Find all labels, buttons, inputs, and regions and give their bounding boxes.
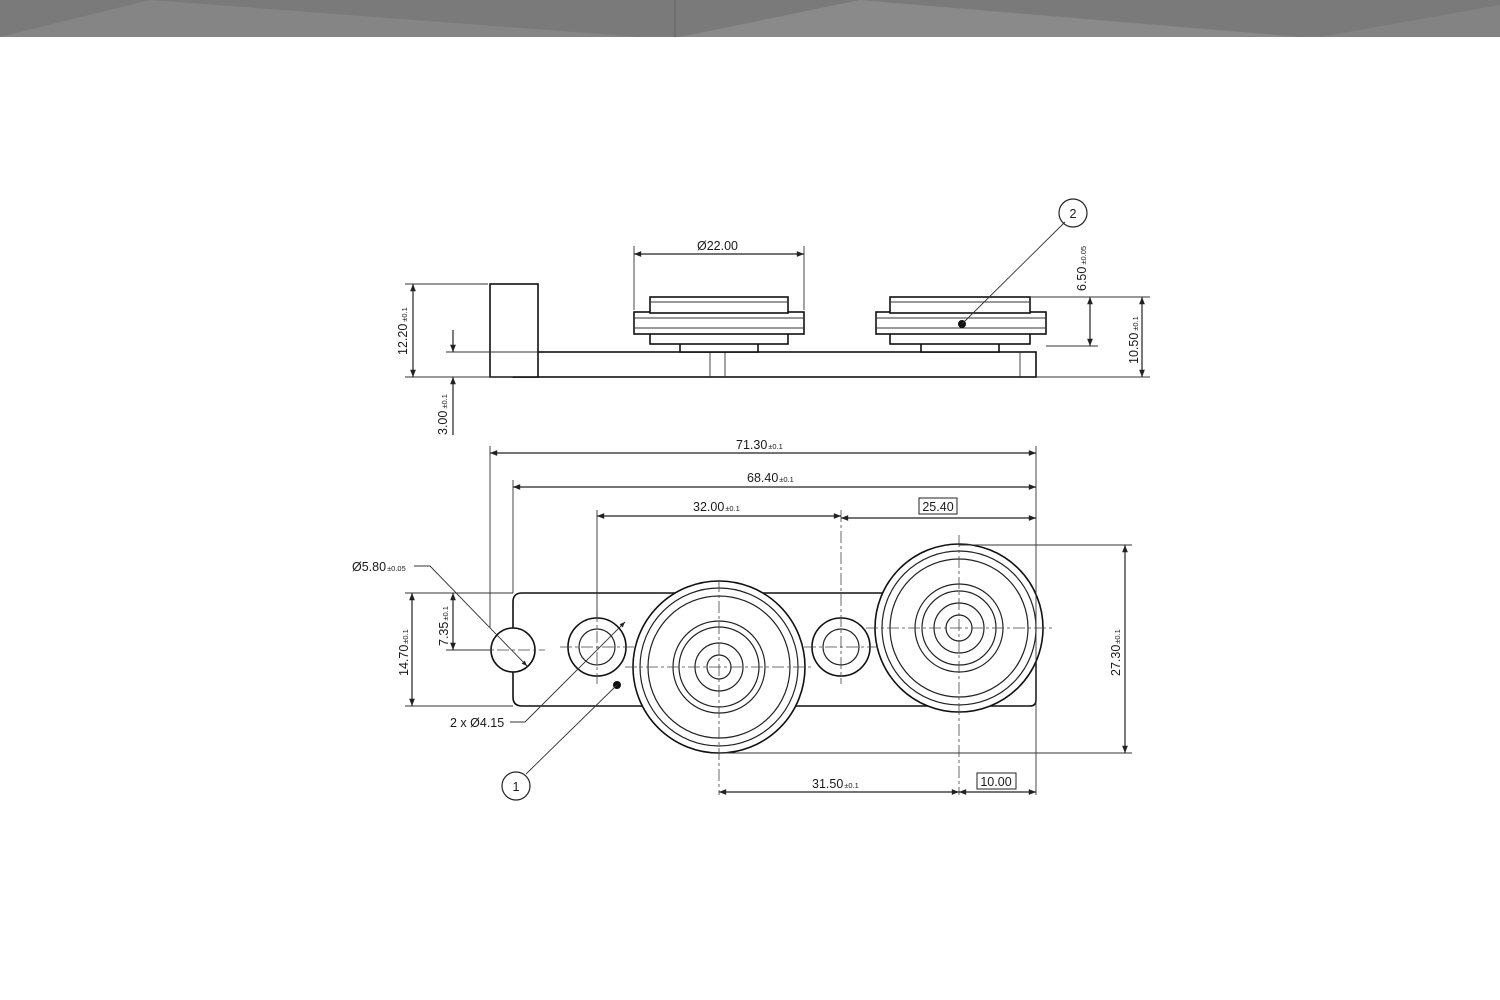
side-view: Ø22.00 12.20±0.1 3.00±0.1 6.50±0.05 10.5… <box>396 198 1150 435</box>
dim-h-12-20: 12.20±0.1 <box>396 307 410 355</box>
banner-pattern <box>0 0 1500 37</box>
balloon-2-label: 2 <box>1070 207 1077 221</box>
side-wheel-left <box>633 296 805 353</box>
dim-h-10-50: 10.50±0.1 <box>1127 316 1141 364</box>
balloon-2 <box>1058 198 1088 228</box>
top-view: 71.30±0.1 68.40±0.1 32.00±0.1 25.40 Ø5.8… <box>352 438 1132 801</box>
side-wheel-right <box>875 296 1047 353</box>
dim-dia-22: Ø22.00 <box>697 239 738 253</box>
mount-hole-left <box>578 628 616 666</box>
dim-h-3-00: 3.00±0.1 <box>436 394 450 435</box>
dim-holes: 2 x Ø4.15 <box>450 716 504 730</box>
dim-len-10-00: 10.00 <box>980 775 1011 789</box>
dim-len-25-40: 25.40 <box>922 500 953 514</box>
side-base-plate <box>512 351 1037 378</box>
dim-h-7-35: 7.35±0.1 <box>437 606 451 646</box>
dim-dia-5-80: Ø5.80±0.05 <box>352 560 406 574</box>
dim-h-14-70: 14.70±0.1 <box>397 629 411 676</box>
dim-len-32-00: 32.00±0.1 <box>693 500 740 514</box>
side-pin <box>489 283 539 378</box>
dim-len-68-40: 68.40±0.1 <box>747 471 794 485</box>
dim-len-31-50: 31.50±0.1 <box>812 777 859 791</box>
dim-len-71-30: 71.30±0.1 <box>736 438 783 452</box>
top-banner <box>0 0 1500 37</box>
balloon-1 <box>501 771 531 801</box>
balloon-1-label: 1 <box>513 780 520 794</box>
dim-h-6-50: 6.50±0.05 <box>1075 246 1089 291</box>
dim-h-27-30: 27.30±0.1 <box>1109 629 1123 676</box>
